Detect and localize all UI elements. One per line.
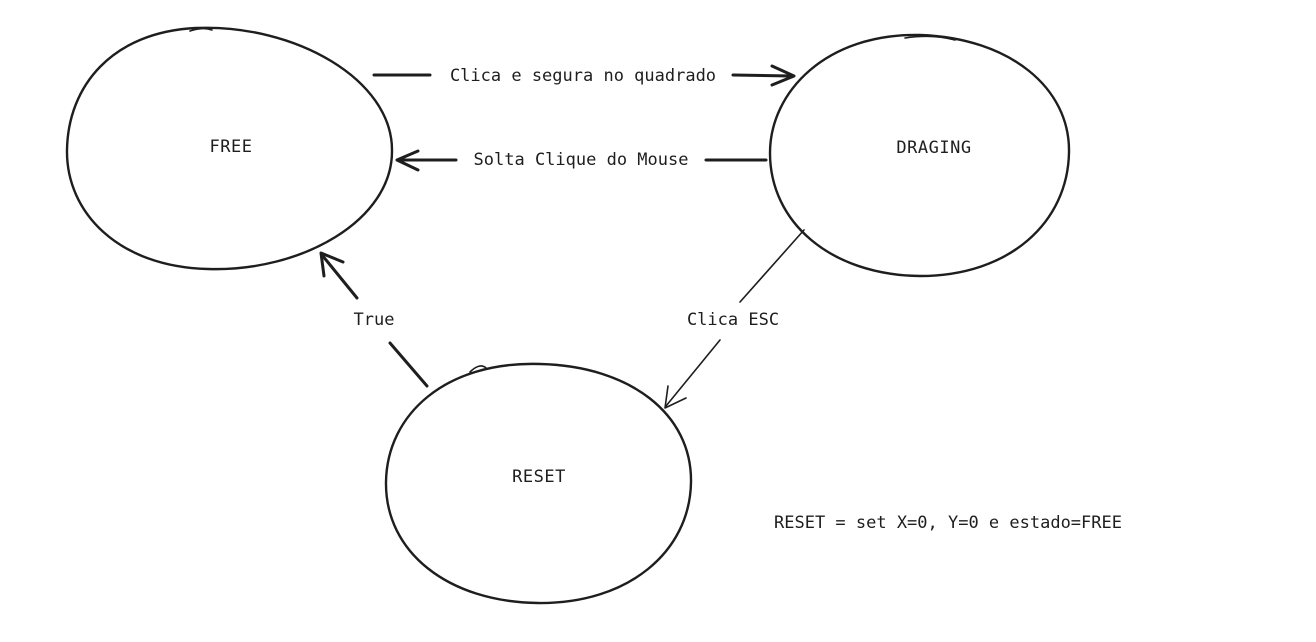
transition-free-to-draging-line-right [731, 73, 794, 78]
state-draging-circle [768, 33, 1071, 278]
transition-draging-to-free-arrowhead [395, 149, 420, 172]
state-reset-circle-stroke [469, 365, 487, 373]
state-free-label: FREE [210, 137, 253, 157]
reset-definition-note: RESET = set X=0, Y=0 e estado=FREE [774, 513, 1122, 533]
transition-free-to-draging-arrowhead [770, 64, 796, 87]
transition-draging-to-reset[interactable]: Clica ESC [664, 229, 805, 409]
state-reset[interactable]: RESET [384, 362, 693, 605]
transition-draging-to-free-label: Solta Clique do Mouse [474, 150, 689, 170]
state-draging-label: DRAGING [896, 138, 971, 158]
transition-draging-to-reset-arrowhead [664, 385, 687, 409]
transition-reset-to-free[interactable]: True [319, 251, 429, 388]
transition-reset-to-free-arrowhead [319, 251, 345, 278]
transition-reset-to-free-line-upper [320, 253, 359, 300]
transition-draging-to-reset-line-lower [665, 339, 721, 407]
state-free[interactable]: FREE [65, 26, 394, 271]
transition-draging-to-free[interactable]: Solta Clique do Mouse [395, 149, 768, 172]
transition-free-to-draging-label: Clica e segura no quadrado [450, 66, 716, 86]
state-reset-label: RESET [512, 467, 566, 487]
transition-draging-to-reset-label: Clica ESC [687, 310, 779, 330]
state-draging-circle-stroke [904, 35, 956, 41]
transition-reset-to-free-label: True [354, 310, 395, 330]
state-free-circle [65, 26, 394, 271]
transition-reset-to-free-line-lower [388, 341, 429, 388]
transition-free-to-draging[interactable]: Clica e segura no quadrado [372, 64, 796, 87]
state-draging[interactable]: DRAGING [768, 33, 1071, 278]
transition-draging-to-reset-line-upper [739, 229, 805, 303]
state-free-circle-stroke [189, 27, 213, 32]
state-reset-circle [384, 362, 693, 605]
